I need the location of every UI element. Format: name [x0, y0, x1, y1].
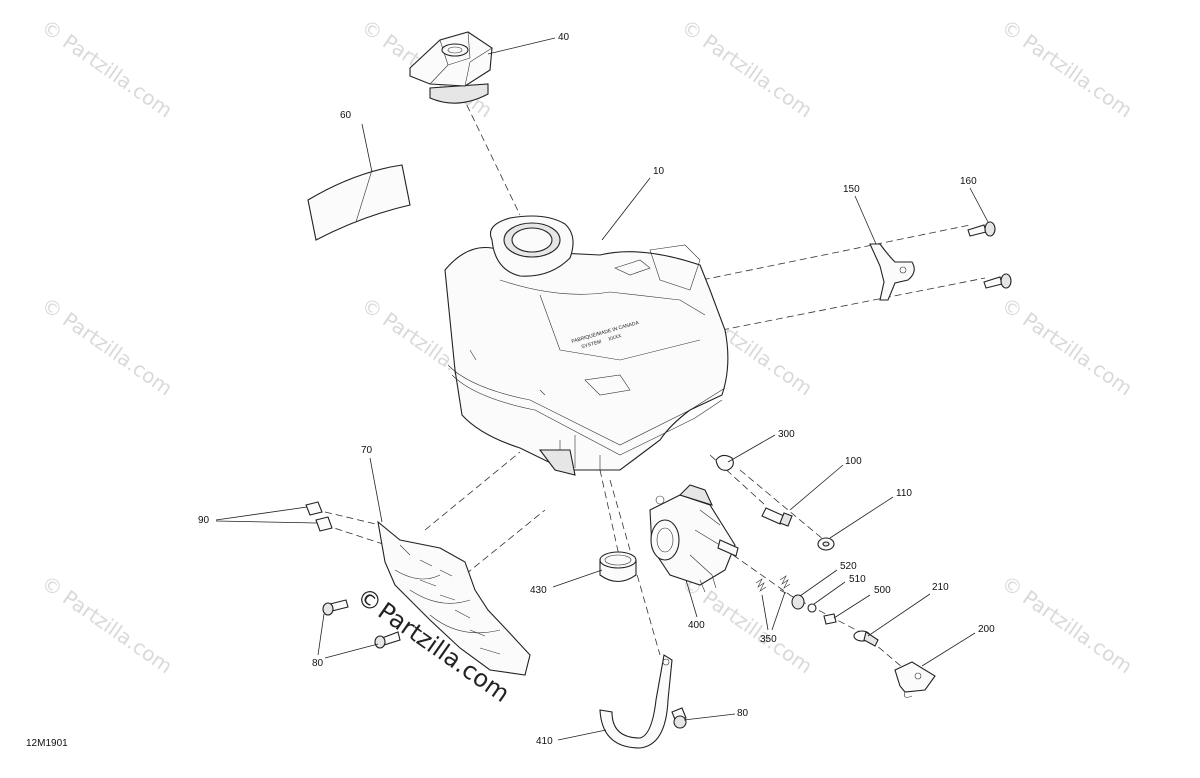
part-washer[interactable] — [817, 537, 835, 551]
callout-500[interactable]: 500 — [874, 585, 891, 596]
part-tank-bracket[interactable] — [869, 243, 915, 301]
part-fuel-cap[interactable] — [409, 31, 493, 104]
watermark-top-right: © Partzilla.com — [997, 14, 1137, 122]
part-o-ring[interactable] — [807, 603, 817, 613]
callout-300[interactable]: 300 — [778, 429, 795, 440]
callout-90[interactable]: 90 — [198, 515, 210, 526]
callout-200[interactable]: 200 — [978, 624, 995, 635]
tank-label-line3: XXXX — [608, 333, 623, 343]
watermark-symbol: © — [357, 14, 387, 45]
callout-100[interactable]: 100 — [845, 456, 862, 467]
part-pump-ring[interactable] — [599, 551, 637, 583]
callout-60[interactable]: 60 — [340, 110, 352, 121]
callout-150[interactable]: 150 — [843, 184, 860, 195]
watermark-symbol: © — [37, 292, 67, 323]
part-screw-upper[interactable] — [967, 221, 996, 237]
tank-label-line2: SYSTEM — [581, 339, 602, 350]
watermark-top-mid-right: © Partzilla.com — [677, 14, 817, 122]
callout-labels: 40 60 10 150 160 300 100 110 520 510 500… — [198, 32, 995, 747]
part-screw-strap[interactable] — [671, 707, 687, 729]
watermark-symbol: © — [37, 14, 67, 45]
part-spring-left[interactable] — [755, 578, 767, 592]
watermark-bottom-left: © Partzilla.com — [37, 570, 177, 678]
leader-lines — [215, 37, 989, 741]
watermark-text: Partzilla.com — [58, 585, 177, 678]
callout-520[interactable]: 520 — [840, 561, 857, 572]
part-bolt[interactable] — [761, 507, 793, 527]
part-screw-plate-upper[interactable] — [322, 599, 349, 616]
watermark-mid-left: © Partzilla.com — [37, 292, 177, 400]
callout-350[interactable]: 350 — [760, 634, 777, 645]
watermark-text: Partzilla.com — [58, 307, 177, 400]
part-decal[interactable] — [307, 164, 411, 241]
watermark-symbol: © — [997, 570, 1027, 601]
part-screw-pump[interactable] — [823, 613, 837, 625]
callout-70[interactable]: 70 — [361, 445, 373, 456]
watermark-text: Partzilla.com — [1018, 307, 1137, 400]
watermark-symbol: © — [997, 292, 1027, 323]
watermark-symbol: © — [677, 14, 707, 45]
callout-40[interactable]: 40 — [558, 32, 570, 43]
part-nut-lower[interactable] — [315, 516, 333, 532]
callout-10[interactable]: 10 — [653, 166, 665, 177]
callout-160[interactable]: 160 — [960, 176, 977, 187]
callout-430[interactable]: 430 — [530, 585, 547, 596]
callout-110[interactable]: 110 — [896, 488, 912, 499]
callout-210[interactable]: 210 — [932, 582, 949, 593]
part-cable-clip[interactable] — [894, 661, 936, 698]
part-oil-pump[interactable] — [649, 484, 739, 593]
watermark-text: Partzilla.com — [698, 29, 817, 122]
watermark-symbol: © — [37, 570, 67, 601]
callout-80-plate[interactable]: 80 — [312, 658, 324, 669]
part-tank-strap[interactable] — [599, 654, 673, 749]
callout-410[interactable]: 410 — [536, 736, 553, 747]
diagram-code: 12M1901 — [26, 738, 68, 749]
part-nut-upper[interactable] — [305, 501, 323, 516]
callout-510[interactable]: 510 — [849, 574, 866, 585]
part-screw-plate-lower[interactable] — [374, 631, 401, 649]
watermark-mid-right: © Partzilla.com — [997, 292, 1137, 400]
part-skid-plate[interactable] — [377, 520, 531, 676]
callout-80-strap[interactable]: 80 — [737, 708, 749, 719]
part-spring-right[interactable] — [779, 575, 791, 589]
part-screw-lower[interactable] — [983, 273, 1012, 289]
part-hose-clamp-small[interactable] — [715, 454, 734, 471]
callout-400[interactable]: 400 — [688, 620, 705, 631]
part-bushing[interactable] — [791, 594, 805, 610]
part-grommet[interactable] — [853, 630, 879, 647]
watermark-top-left: © Partzilla.com — [37, 14, 177, 122]
watermark-text: Partzilla.com — [1018, 29, 1137, 122]
watermark-text: Partzilla.com — [1018, 585, 1137, 678]
watermark-symbol: © — [997, 14, 1027, 45]
watermark-bottom-right: © Partzilla.com — [997, 570, 1137, 678]
watermark-text: Partzilla.com — [58, 29, 177, 122]
watermark-symbol: © — [357, 292, 387, 323]
part-oil-tank[interactable]: FABRIQUÉ/MADE IN CANADA SYSTEM XXXX — [444, 215, 729, 476]
